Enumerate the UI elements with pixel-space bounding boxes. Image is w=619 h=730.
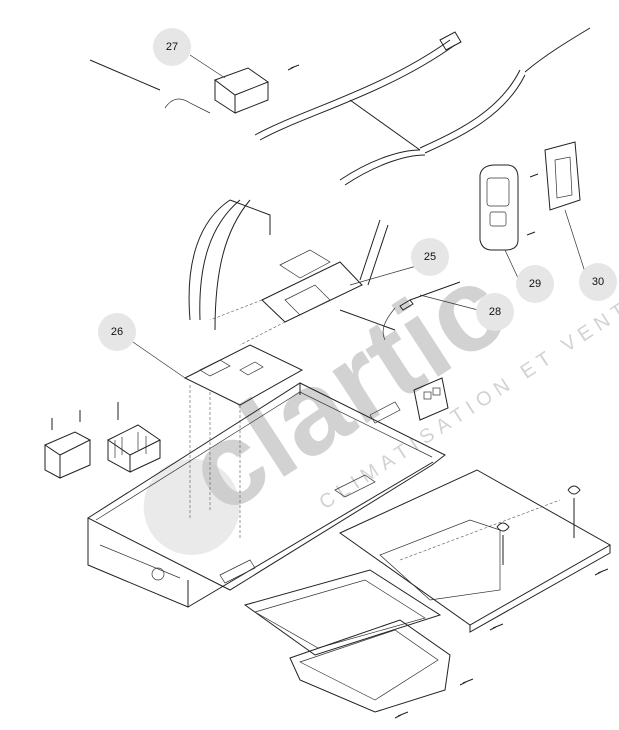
callout-30: 30 xyxy=(579,263,617,301)
callout-26: 26 xyxy=(98,313,136,351)
screw-2 xyxy=(489,623,504,631)
screws xyxy=(51,64,609,719)
callout-29: 29 xyxy=(516,265,554,303)
callout-28: 28 xyxy=(476,293,514,331)
callout-28-label: 28 xyxy=(489,306,501,318)
callout-27-circle xyxy=(153,28,191,66)
callout-25-circle xyxy=(411,238,449,276)
chassis-tray xyxy=(86,382,446,608)
callout-27-label: 27 xyxy=(166,41,178,53)
junction-box-27 xyxy=(89,59,270,114)
pcb-26 xyxy=(183,344,304,540)
callout-26-circle xyxy=(98,313,136,351)
clip-right xyxy=(567,485,581,538)
wall-bracket-30 xyxy=(526,141,581,236)
leader-lines xyxy=(129,54,586,379)
drip-tray-upper xyxy=(243,569,442,656)
drip-tray-lower xyxy=(289,619,451,713)
clip-left xyxy=(496,522,510,565)
base-plate xyxy=(339,469,612,633)
sensor-28 xyxy=(382,281,461,341)
callout-29-label: 29 xyxy=(529,278,541,290)
screw-1 xyxy=(594,568,609,576)
control-board-25 xyxy=(209,249,363,346)
watermark-logo: clartic CLIMATISATION ET VENTILATION xyxy=(143,232,619,555)
callout-26-label: 26 xyxy=(111,326,123,338)
watermark: clartic CLIMATISATION ET VENTILATION xyxy=(143,232,619,555)
callout-27: 27 xyxy=(153,28,191,66)
callout-25: 25 xyxy=(411,238,449,276)
callout-30-circle xyxy=(579,263,617,301)
wiring-harness xyxy=(188,27,591,331)
callout-30-label: 30 xyxy=(592,276,604,288)
callout-29-circle xyxy=(516,265,554,303)
screw-5 xyxy=(287,64,300,71)
remote-control-29 xyxy=(479,164,519,251)
connector-plate xyxy=(413,377,449,421)
callout-25-label: 25 xyxy=(424,251,436,263)
screw-3 xyxy=(459,678,474,686)
callout-28-circle xyxy=(476,293,514,331)
screw-4 xyxy=(394,711,409,719)
terminal-block-large xyxy=(107,424,161,473)
terminal-block-small xyxy=(43,431,92,479)
